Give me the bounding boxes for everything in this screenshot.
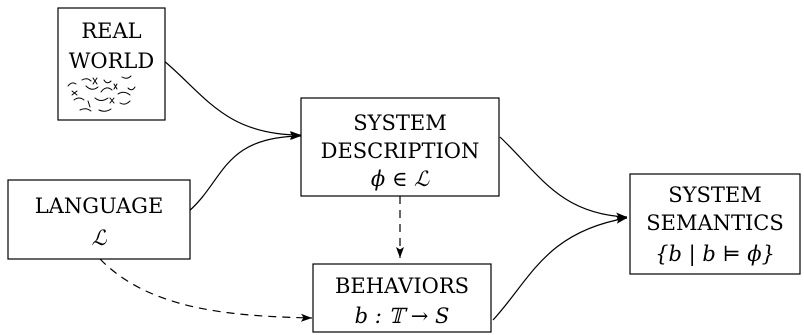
system-semantics-line1: SYSTEM [668,183,761,207]
node-behaviors: BEHAVIORS b : 𝕋 → S [312,263,492,333]
real-world-line2: WORLD [69,49,154,73]
system-semantics-formula: {b | b ⊨ ϕ} [655,242,775,267]
node-system-description: SYSTEM DESCRIPTION ϕ ∈ ℒ [300,97,500,197]
language-line1: LANGUAGE [35,194,164,218]
edge-system-description-to-system-semantics [499,136,628,221]
edge-language-to-behaviors [99,258,313,322]
system-semantics-line2: SEMANTICS [646,211,784,235]
real-world-scribble [67,75,136,112]
node-system-semantics: SYSTEM SEMANTICS {b | b ⊨ ϕ} [629,173,801,275]
edge-real-world-to-system-description [162,59,302,139]
system-description-line2: DESCRIPTION [321,139,480,163]
system-description-line1: SYSTEM [353,111,446,135]
behaviors-line1: BEHAVIORS [335,274,469,298]
edge-language-to-system-description [187,132,302,213]
real-world-line1: REAL [81,19,141,43]
node-language: LANGUAGE ℒ [7,179,191,260]
system-description-formula: ϕ ∈ ℒ [371,167,430,191]
behaviors-formula: b : 𝕋 → S [355,304,450,328]
language-symbol: ℒ [91,226,107,250]
node-real-world: REAL WORLD [57,7,166,121]
edge-behaviors-to-system-semantics [492,215,628,321]
